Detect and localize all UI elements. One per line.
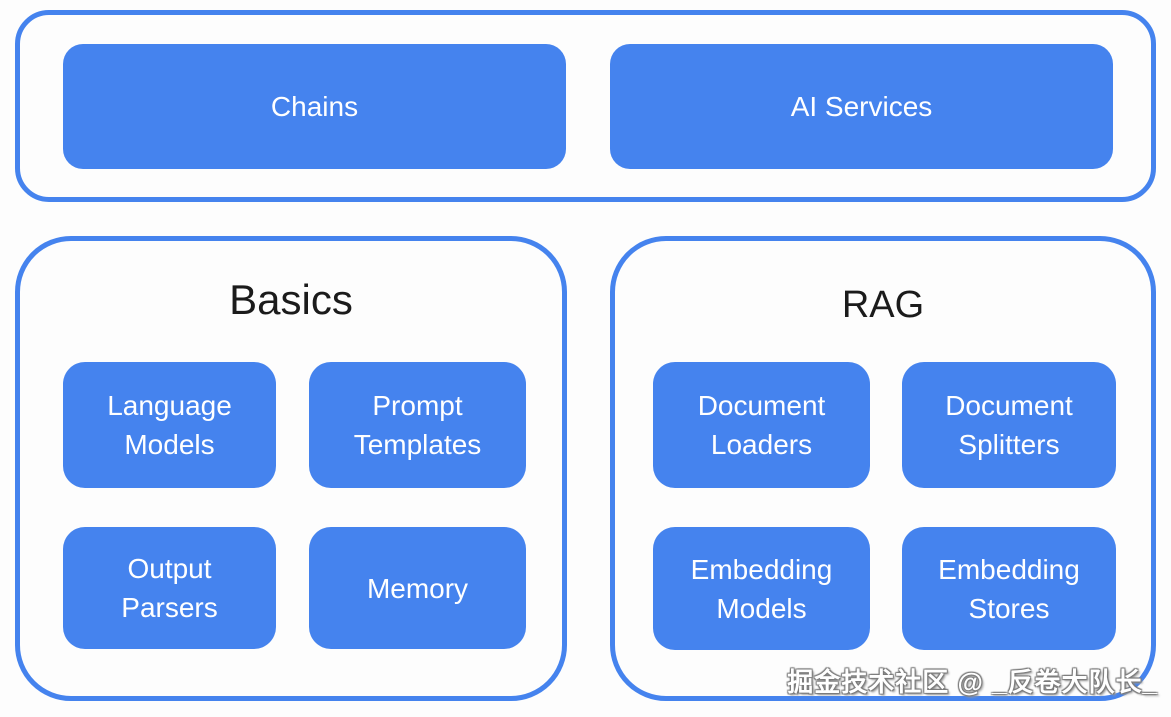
node-prompt-templates: Prompt Templates [309,362,526,488]
node-output-parsers: Output Parsers [63,527,276,649]
node-chains: Chains [63,44,566,169]
node-document-loaders: Document Loaders [653,362,870,488]
node-embedding-models: Embedding Models [653,527,870,650]
rag-group-title: RAG [841,284,925,326]
node-ai-services: AI Services [610,44,1113,169]
node-memory: Memory [309,527,526,649]
rag-group-panel [610,236,1156,701]
node-document-splitters: Document Splitters [902,362,1116,488]
basics-group-title: Basics [229,276,353,323]
top-group-panel [15,10,1156,202]
basics-group-panel [15,236,567,701]
watermark-text: 掘金技术社区 @ _反卷大队长_ [787,667,1158,697]
node-language-models: Language Models [63,362,276,488]
node-embedding-stores: Embedding Stores [902,527,1116,650]
